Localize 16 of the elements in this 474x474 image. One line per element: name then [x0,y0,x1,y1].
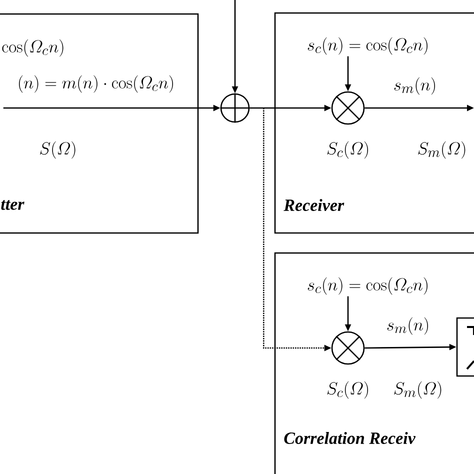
block-title: Receiver [284,199,344,211]
carrier-formula: $s_c(n)=\cos(\varOmega_c n)$ [308,277,428,295]
block-title: tter [1,200,24,210]
signal-formula: $S(\varOmega)$ [40,141,76,159]
carrier-formula: $s_c(n)=\cos(\varOmega_c n)$ [308,37,428,55]
spectrum-label: $S_c(\varOmega)$ [327,381,368,399]
signal-formula: $S_m(\varOmega)$ [394,381,442,399]
edge-label: $s_m(n)$ [394,77,435,95]
signal-formula: $\cos(\varOmega_c n)$ [2,39,64,57]
block-title: Correlation Receiv [284,432,416,444]
edge-label: $s_m(n)$ [387,317,428,335]
edge-label: $(n)=m(n)\cdot\cos(\varOmega_c n)$ [18,75,173,93]
summation-drawing [456,317,474,377]
adder-symbol [220,93,250,123]
spectrum-label: $S_c(\varOmega)$ [327,141,368,159]
signal-formula: $S_m(\varOmega)$ [418,141,466,159]
